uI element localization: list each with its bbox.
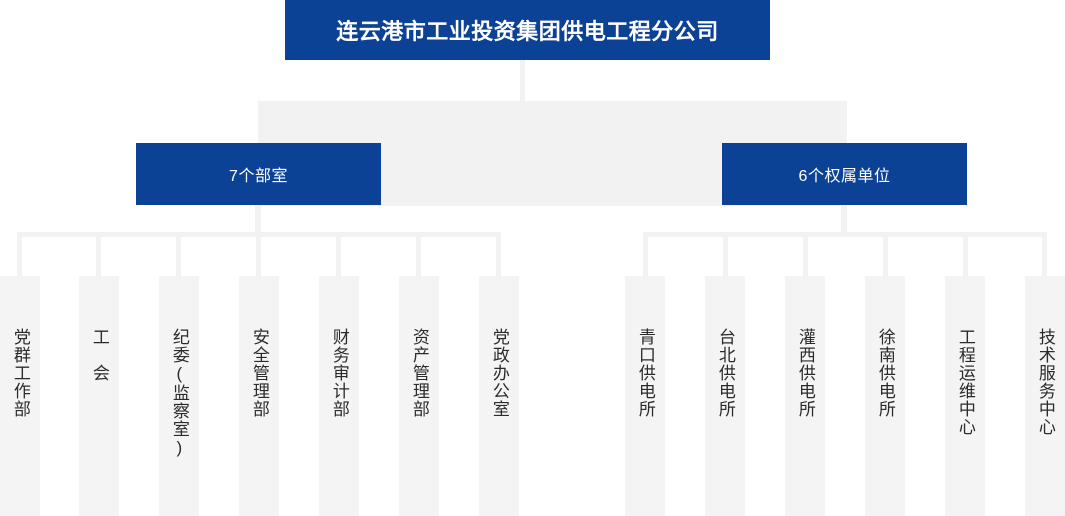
connector-right-bar (643, 232, 1047, 237)
connector-drop-dept-6 (416, 232, 421, 278)
leaf-node-dept-2[interactable]: 工 会 (79, 276, 119, 516)
connector-drop-sub-3 (803, 232, 808, 278)
leaf-node-sub-2[interactable]: 台北供电所 (705, 276, 745, 516)
leaf-node-sub-4-label: 徐南供电所 (875, 328, 895, 418)
leaf-node-dept-2-label: 工 会 (89, 328, 109, 382)
connector-drop-dept-5 (336, 232, 341, 278)
connector-drop-dept-1 (17, 232, 22, 278)
leaf-node-sub-5[interactable]: 工程运维中心 (945, 276, 985, 516)
connector-left-stem (255, 205, 261, 234)
connector-drop-sub-5 (963, 232, 968, 278)
leaf-node-sub-1[interactable]: 青口供电所 (625, 276, 665, 516)
leaf-node-sub-1-label: 青口供电所 (635, 328, 655, 418)
leaf-node-sub-4[interactable]: 徐南供电所 (865, 276, 905, 516)
leaf-node-dept-5-label: 财务审计部 (329, 328, 349, 418)
leaf-node-dept-1[interactable]: 党群工作部 (0, 276, 40, 516)
leaf-node-sub-5-label: 工程运维中心 (955, 328, 975, 436)
group-node-subsidiaries-label: 6个权属单位 (798, 168, 891, 185)
leaf-node-dept-1-label: 党群工作部 (10, 328, 30, 418)
leaf-node-sub-3[interactable]: 灌西供电所 (785, 276, 825, 516)
leaf-node-dept-3[interactable]: 纪委(监察室) (159, 276, 199, 516)
leaf-node-dept-4[interactable]: 安全管理部 (239, 276, 279, 516)
group-node-departments[interactable]: 7个部室 (136, 143, 381, 205)
connector-right-stem (841, 205, 847, 234)
group-node-departments-label: 7个部室 (229, 168, 288, 185)
org-root-node[interactable]: 连云港市工业投资集团供电工程分公司 (285, 0, 770, 60)
leaf-node-dept-3-label: 纪委(监察室) (169, 328, 189, 458)
connector-drop-dept-3 (176, 232, 181, 278)
leaf-node-dept-7[interactable]: 党政办公室 (479, 276, 519, 516)
leaf-node-sub-6-label: 技术服务中心 (1035, 328, 1055, 436)
leaf-node-sub-2-label: 台北供电所 (715, 328, 735, 418)
connector-drop-sub-1 (643, 232, 648, 278)
leaf-node-dept-5[interactable]: 财务审计部 (319, 276, 359, 516)
leaf-node-sub-3-label: 灌西供电所 (795, 328, 815, 418)
connector-drop-dept-2 (96, 232, 101, 278)
connector-drop-sub-6 (1042, 232, 1047, 278)
connector-drop-sub-4 (883, 232, 888, 278)
connector-drop-dept-7 (496, 232, 501, 278)
leaf-node-dept-4-label: 安全管理部 (249, 328, 269, 418)
org-root-label: 连云港市工业投资集团供电工程分公司 (336, 19, 719, 44)
leaf-node-dept-6[interactable]: 资产管理部 (399, 276, 439, 516)
group-node-subsidiaries[interactable]: 6个权属单位 (722, 143, 967, 205)
leaf-node-dept-7-label: 党政办公室 (489, 328, 509, 418)
leaf-node-sub-6[interactable]: 技术服务中心 (1025, 276, 1065, 516)
connector-title-stem (520, 60, 525, 103)
connector-drop-dept-4 (256, 232, 261, 278)
leaf-node-dept-6-label: 资产管理部 (409, 328, 429, 418)
connector-drop-sub-2 (723, 232, 728, 278)
